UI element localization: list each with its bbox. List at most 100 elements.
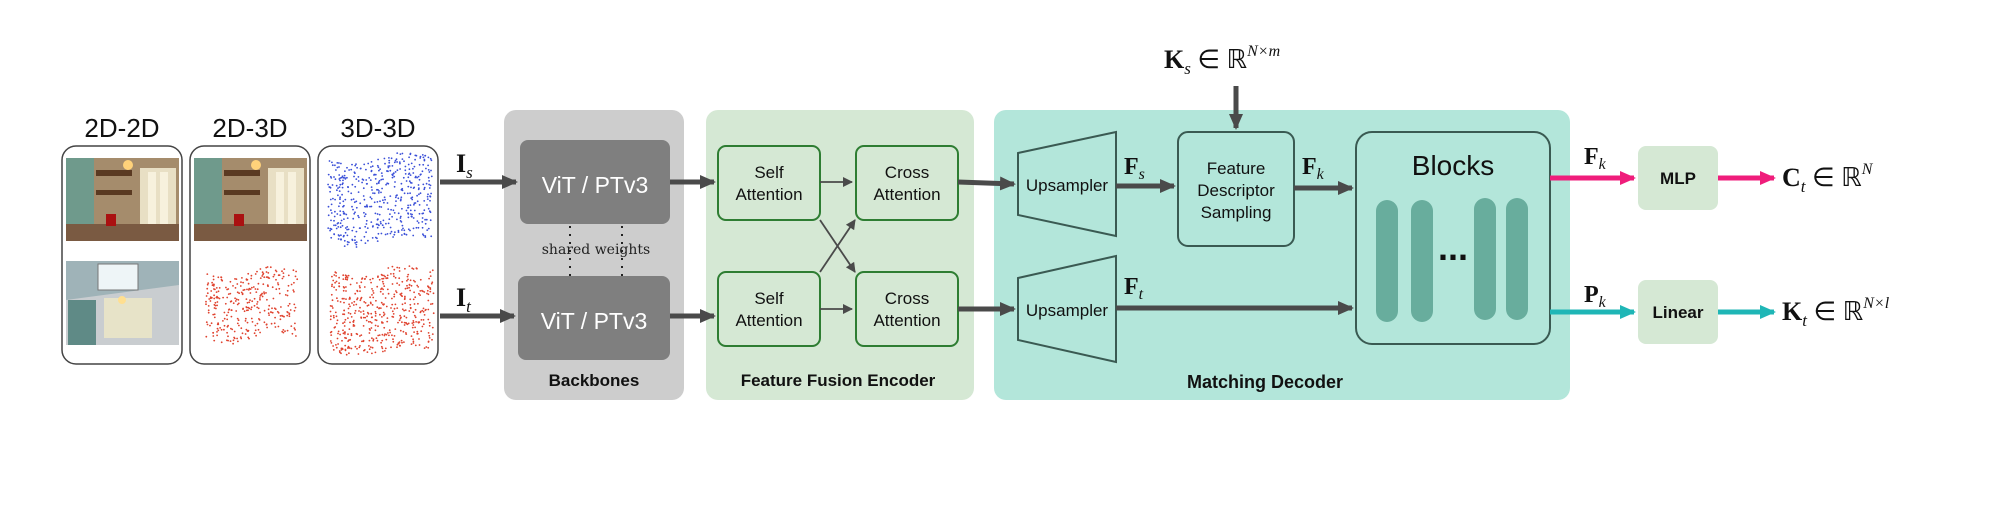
point-dot [234, 300, 237, 302]
point-dot [386, 202, 389, 204]
point-dot [336, 162, 339, 164]
point-dot [378, 169, 380, 172]
point-dot [413, 186, 416, 189]
decoder-section: Upsampler Upsampler Feature Descriptor S… [994, 110, 1570, 400]
point-dot [340, 349, 343, 351]
point-dot [330, 236, 333, 239]
point-dot [421, 309, 424, 312]
point-dot [389, 226, 392, 229]
point-dot [277, 283, 280, 286]
point-dot [238, 292, 241, 295]
point-dot [209, 324, 211, 327]
point-dot [403, 232, 406, 235]
point-dot [381, 333, 384, 336]
point-dot [388, 157, 390, 159]
point-dot [333, 219, 335, 222]
point-dot [243, 288, 246, 291]
point-dot [341, 186, 344, 189]
point-dot [220, 276, 223, 279]
point-dot [393, 185, 396, 188]
point-dot [344, 170, 346, 173]
point-dot [390, 307, 392, 309]
point-dot [423, 158, 426, 161]
point-dot [428, 337, 431, 339]
point-dot [362, 310, 365, 312]
point-dot [359, 299, 362, 302]
point-dot [265, 266, 268, 269]
point-dot [430, 159, 433, 162]
point-dot [413, 203, 415, 206]
point-dot [378, 278, 381, 281]
point-dot [393, 268, 396, 271]
point-dot [413, 165, 416, 168]
point-dot [339, 198, 341, 200]
point-dot [243, 310, 246, 313]
point-dot [408, 180, 411, 183]
point-dot [414, 158, 416, 161]
point-dot [346, 176, 348, 179]
point-dot [245, 298, 248, 300]
point-dot [267, 285, 269, 288]
point-dot [367, 162, 370, 165]
point-dot [390, 208, 392, 211]
point-dot [331, 285, 333, 288]
fds-line1: Feature [1207, 159, 1266, 178]
point-dot [400, 182, 403, 185]
point-dot [421, 217, 424, 219]
point-dot [206, 283, 209, 286]
point-dot [336, 319, 339, 322]
point-dot [412, 320, 415, 322]
point-dot [389, 213, 391, 216]
point-dot [261, 295, 264, 298]
point-dot [417, 184, 420, 186]
point-dot [348, 303, 350, 306]
point-dot [379, 290, 382, 293]
point-dot [263, 321, 266, 324]
point-dot [327, 214, 330, 217]
point-dot [385, 338, 388, 341]
point-dot [412, 217, 415, 219]
point-dot [345, 290, 347, 292]
point-dot [347, 186, 349, 188]
point-dot [372, 296, 375, 299]
point-dot [410, 284, 413, 287]
point-dot [419, 294, 421, 296]
point-dot [358, 227, 361, 230]
point-dot [210, 290, 213, 292]
point-dot [331, 283, 333, 286]
label-It: It [456, 283, 472, 316]
point-dot [426, 229, 429, 232]
point-dot [362, 313, 365, 315]
point-dot [432, 312, 435, 315]
point-dot [213, 294, 216, 297]
point-dot [340, 352, 342, 355]
point-dot [418, 338, 420, 340]
point-dot [263, 309, 266, 312]
point-dot [236, 322, 239, 325]
pointcloud-red-3d3d [329, 265, 435, 356]
point-dot [394, 181, 396, 183]
point-dot [413, 209, 416, 212]
point-dot [427, 156, 430, 159]
point-dot [377, 334, 380, 337]
point-dot [368, 339, 371, 342]
point-dot [347, 307, 350, 310]
point-dot [230, 309, 233, 312]
photo-kitchen-2d3d [194, 158, 307, 241]
point-dot [344, 333, 346, 335]
point-dot [372, 338, 375, 341]
point-dot [404, 173, 407, 175]
point-dot [245, 279, 248, 281]
point-dot [369, 196, 372, 199]
point-dot [383, 285, 386, 287]
point-dot [388, 334, 390, 337]
point-dot [343, 331, 346, 334]
heads: MLP Linear [1638, 146, 1718, 344]
point-dot [339, 179, 341, 182]
point-dot [384, 297, 387, 299]
point-dot [409, 174, 412, 177]
point-dot [405, 333, 408, 335]
self-attention-top-l1: Self [754, 163, 784, 182]
point-dot [382, 282, 385, 285]
point-dot [414, 280, 416, 283]
